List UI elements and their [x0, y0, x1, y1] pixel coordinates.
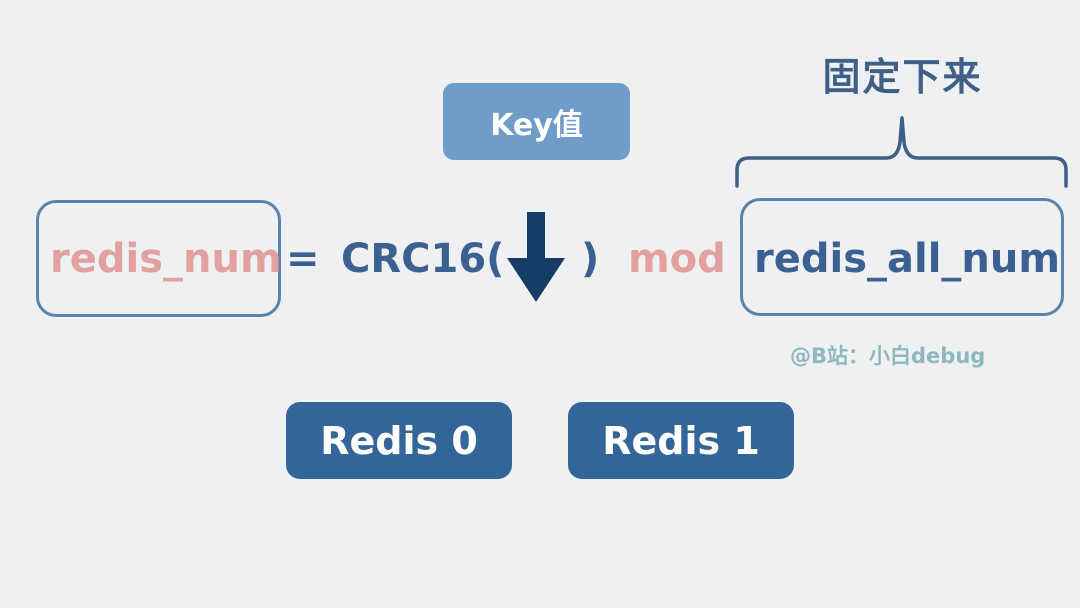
fixed-label: 固定下来 — [822, 54, 983, 99]
formula-func-close: ) — [581, 236, 600, 282]
redis-node-1: Redis 1 — [568, 402, 794, 479]
down-arrow-icon — [507, 212, 565, 302]
formula-equals: = — [286, 236, 320, 282]
formula-rhs: redis_all_num — [754, 236, 1061, 282]
formula-lhs: redis_num — [50, 236, 282, 282]
formula-func-open: CRC16( — [341, 236, 505, 282]
redis-num-box — [36, 200, 281, 317]
redis-node-0: Redis 0 — [286, 402, 512, 479]
redis-all-num-box — [740, 198, 1064, 316]
curly-brace-icon — [735, 116, 1068, 188]
key-value-label: Key值 — [443, 83, 630, 160]
watermark-text: @B站：小白debug — [790, 344, 986, 368]
formula-operator: mod — [628, 236, 726, 282]
